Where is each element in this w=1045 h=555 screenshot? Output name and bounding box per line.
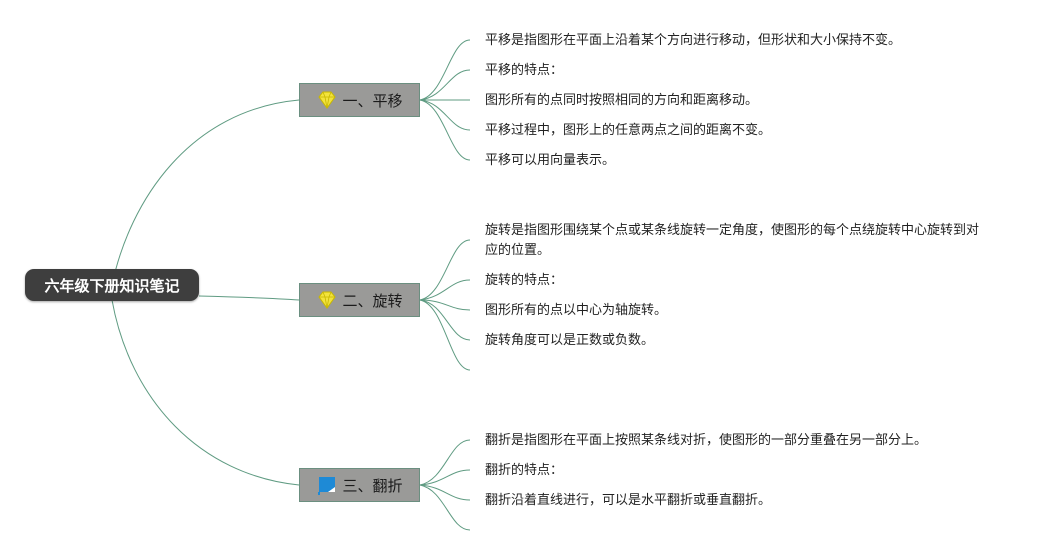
connector-branch-2-item-2 — [419, 279, 471, 301]
leaf-item[interactable]: 平移可以用向量表示。 — [485, 153, 616, 168]
connector-branch-1-item-4 — [419, 99, 471, 131]
leaf-item[interactable]: 图形所有的点以中心为轴旋转。 — [485, 303, 668, 318]
leaf-item[interactable]: 翻折是指图形在平面上按照某条线对折，使图形的一部分重叠在另一部分上。 — [485, 433, 928, 448]
connector-branch-1-item-1 — [419, 39, 471, 101]
leaf-item[interactable]: 平移过程中，图形上的任意两点之间的距离不变。 — [485, 123, 772, 138]
connector-root-branch-3 — [111, 299, 300, 486]
connector-branch-3-item-2 — [419, 469, 471, 486]
connector-branch-3-item-3 — [419, 484, 471, 501]
connector-branch-2-item-5 — [419, 299, 471, 371]
root-topic[interactable]: 六年级下册知识笔记 — [25, 269, 199, 301]
connector-branch-1-item-2 — [419, 69, 471, 101]
leaf-item[interactable]: 平移是指图形在平面上沿着某个方向进行移动，但形状和大小保持不变。 — [485, 33, 902, 48]
connector-root-branch-1 — [111, 99, 300, 286]
branch-topic-rotation[interactable]: 二、旋转 — [299, 283, 420, 317]
connector-branch-3-item-1 — [419, 439, 471, 486]
connector-branch-1-item-5 — [419, 99, 471, 161]
leaf-item[interactable]: 旋转是指图形围绕某个点或某条线旋转一定角度，使图形的每个点绕旋转中心旋转到对应的… — [485, 223, 980, 258]
connector-branch-2-item-1 — [419, 239, 471, 301]
connector-branch-2-item-4 — [419, 299, 471, 341]
leaf-item[interactable]: 图形所有的点同时按照相同的方向和距离移动。 — [485, 93, 759, 108]
branch-topic-reflection[interactable]: 三、翻折 — [299, 468, 420, 502]
leaf-item[interactable]: 翻折沿着直线进行，可以是水平翻折或垂直翻折。 — [485, 493, 772, 508]
leaf-item[interactable]: 旋转的特点： — [485, 273, 564, 288]
connector-root-branch-2 — [198, 295, 300, 301]
connector-branch-3-item-4 — [419, 484, 471, 531]
root-title: 六年级下册知识笔记 — [44, 276, 180, 295]
branch-topic-translation[interactable]: 一、平移 — [299, 83, 420, 117]
leaf-item[interactable]: 翻折的特点： — [485, 463, 564, 478]
branch-title: 三、翻折 — [342, 476, 403, 495]
connector-branch-2-item-3 — [419, 299, 471, 311]
diamond-icon — [316, 290, 338, 310]
leaf-item[interactable]: 平移的特点： — [485, 63, 564, 78]
leaf-item[interactable]: 旋转角度可以是正数或负数。 — [485, 333, 655, 348]
diamond-icon — [316, 90, 338, 110]
flag-icon — [316, 475, 338, 495]
branch-title: 二、旋转 — [342, 291, 403, 310]
branch-title: 一、平移 — [342, 91, 403, 110]
